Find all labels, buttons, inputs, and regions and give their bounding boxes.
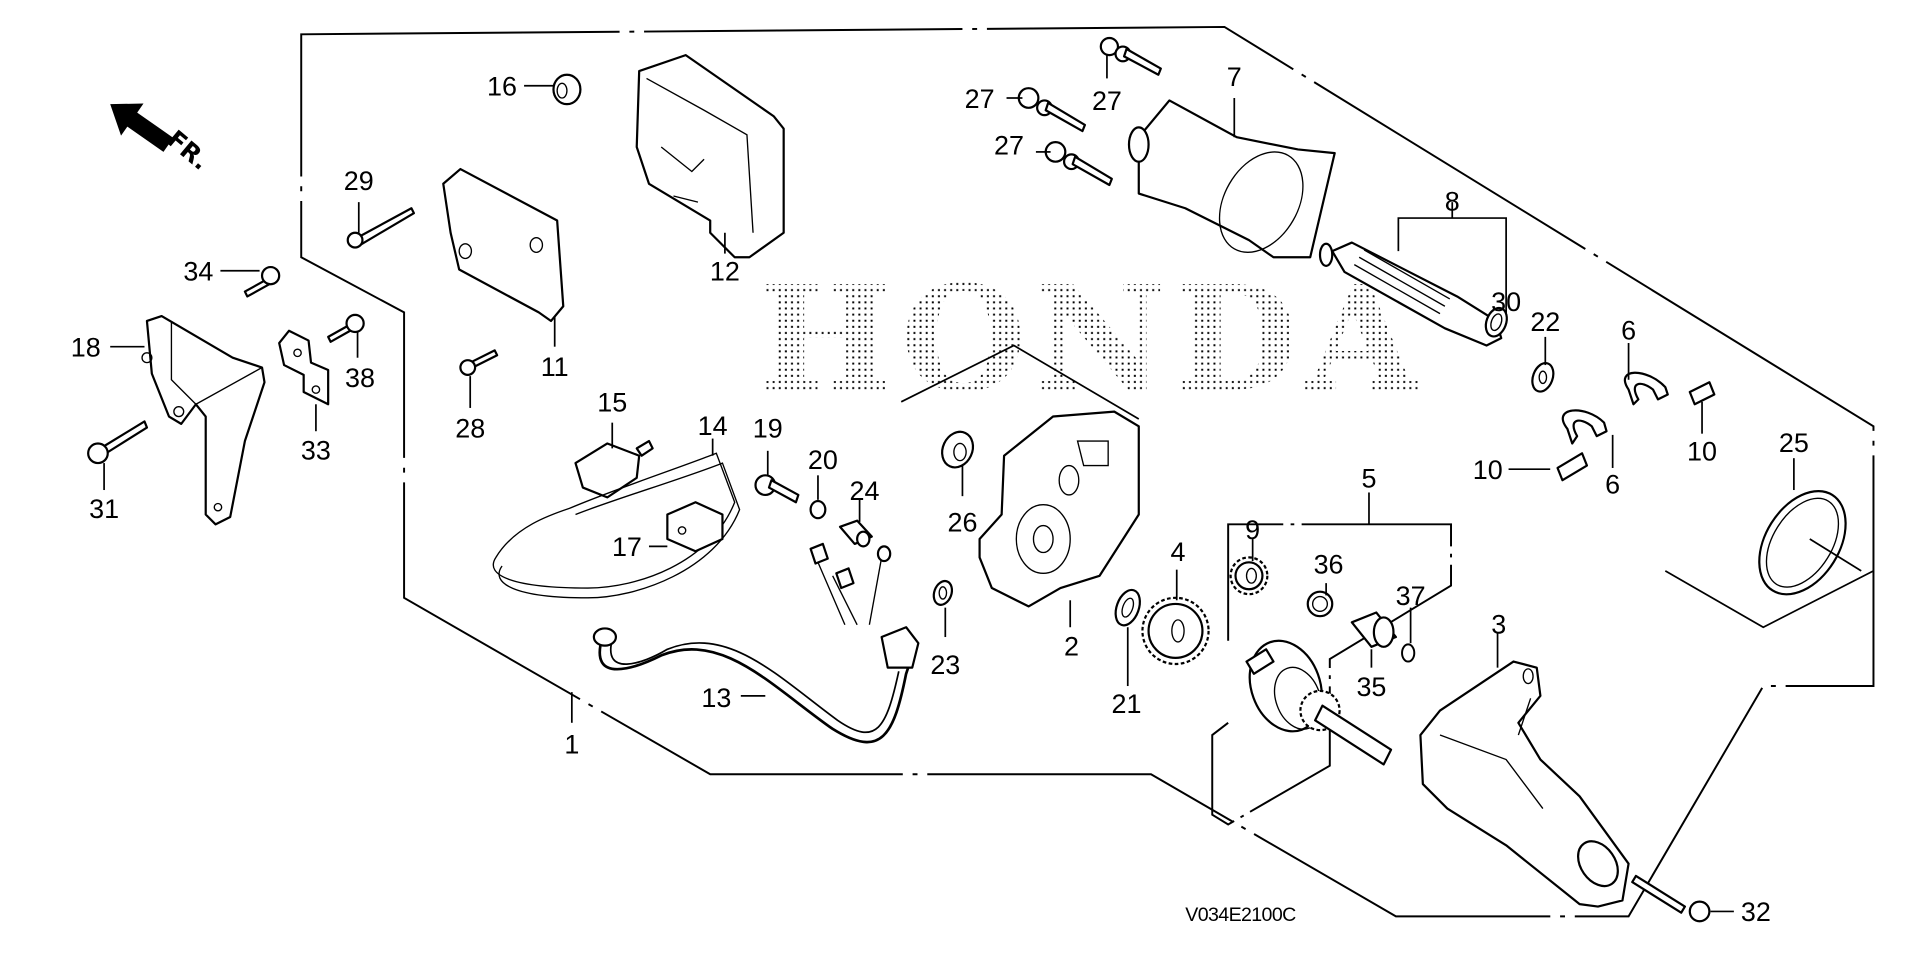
callout-29: 29 [344, 166, 374, 196]
part-4-gear [1141, 569, 1210, 666]
callout-5: 5 [1361, 464, 1376, 494]
callout-36: 36 [1314, 549, 1344, 579]
part-15-switch [574, 422, 654, 499]
part-2-end-plate [978, 410, 1140, 628]
callout-27b: 27 [965, 84, 995, 114]
front-arrow-icon [110, 103, 174, 152]
part-28-bolt [459, 349, 499, 408]
callout-10a: 10 [1687, 437, 1717, 467]
callout-24: 24 [850, 476, 880, 506]
part-17-block [648, 501, 724, 553]
part-38-bolt [327, 313, 365, 358]
diagram-code: V034E2100C [1185, 904, 1296, 926]
part-19-bolt [754, 450, 800, 504]
callout-10b: 10 [1473, 455, 1503, 485]
callout-16: 16 [487, 72, 517, 102]
part-35-sleeve [1350, 611, 1398, 668]
part-22-washer [1531, 336, 1555, 393]
part-30-ring [1484, 306, 1508, 338]
callout-7: 7 [1227, 62, 1242, 92]
callout-27c: 27 [994, 130, 1024, 160]
part-3-front-bracket [1419, 633, 1630, 908]
callout-37: 37 [1396, 581, 1426, 611]
part-23-washer [932, 579, 954, 638]
part-36-spring [1306, 583, 1334, 618]
part-20-collar [809, 475, 827, 520]
callout-28: 28 [455, 413, 485, 443]
callout-32: 32 [1741, 897, 1771, 927]
sub-group-line-26 [900, 344, 1140, 420]
part-31-bolt [87, 420, 149, 491]
callout-23: 23 [930, 650, 960, 680]
part-14-harness [492, 438, 741, 599]
callout-6a: 6 [1621, 315, 1636, 345]
callout-33: 33 [301, 435, 331, 465]
callout-31: 31 [89, 494, 119, 524]
part-29-bolt [346, 202, 415, 249]
callout-27a: 27 [1092, 86, 1122, 116]
callout-21: 21 [1112, 689, 1142, 719]
part-37-clip [1401, 607, 1416, 663]
honda-watermark: HONDA [757, 255, 1426, 425]
part-34-bolt [220, 265, 281, 298]
callout-15: 15 [597, 388, 627, 418]
callout-18: 18 [71, 332, 101, 362]
part-5-drive-assembly [1245, 492, 1393, 766]
front-direction-label: FR. [162, 124, 215, 175]
part-8-armature [1318, 202, 1507, 347]
terminal-leads [809, 542, 892, 626]
callout-38: 38 [345, 363, 375, 393]
callout-11: 11 [541, 352, 569, 382]
part-9-gear [1229, 539, 1269, 596]
callout-34: 34 [183, 257, 213, 287]
part-33-clip [278, 329, 330, 432]
part-6-brush-clips [1561, 343, 1669, 468]
part-12-cover [635, 54, 785, 259]
callout-19: 19 [753, 413, 783, 443]
callout-22: 22 [1530, 307, 1560, 337]
callout-12: 12 [710, 257, 740, 287]
callout-17: 17 [612, 532, 642, 562]
part-21-washer [1114, 588, 1141, 687]
callout-20: 20 [808, 445, 838, 475]
part-32-bolt [1631, 874, 1734, 923]
sub-group-line-25 [1664, 570, 1874, 629]
part-7-yoke [1127, 98, 1336, 259]
callout-26: 26 [947, 508, 977, 538]
callout-25: 25 [1779, 428, 1809, 458]
part-10-springs [1508, 381, 1716, 482]
callout-1: 1 [564, 729, 579, 759]
part-25-o-ring [1758, 458, 1862, 596]
callout-6b: 6 [1605, 470, 1620, 500]
part-18-bracket [110, 314, 266, 526]
part-26-bearing [941, 430, 975, 497]
callout-13: 13 [701, 683, 731, 713]
callout-9: 9 [1245, 515, 1260, 545]
callout-14: 14 [698, 411, 728, 441]
assembly-outline [300, 25, 1875, 918]
callout-35: 35 [1356, 672, 1386, 702]
part-13-cable [570, 626, 920, 744]
part-11-plate [442, 167, 565, 347]
callout-2: 2 [1064, 631, 1079, 661]
callout-3: 3 [1491, 609, 1506, 639]
part-16-cap [524, 73, 582, 106]
sub-assembly-outline-5 [1211, 523, 1452, 826]
part-27-bolts [1006, 36, 1162, 187]
callout-4: 4 [1170, 537, 1185, 567]
callout-30: 30 [1491, 287, 1521, 317]
part-24-sleeve [838, 499, 873, 548]
callout-8: 8 [1445, 187, 1460, 217]
